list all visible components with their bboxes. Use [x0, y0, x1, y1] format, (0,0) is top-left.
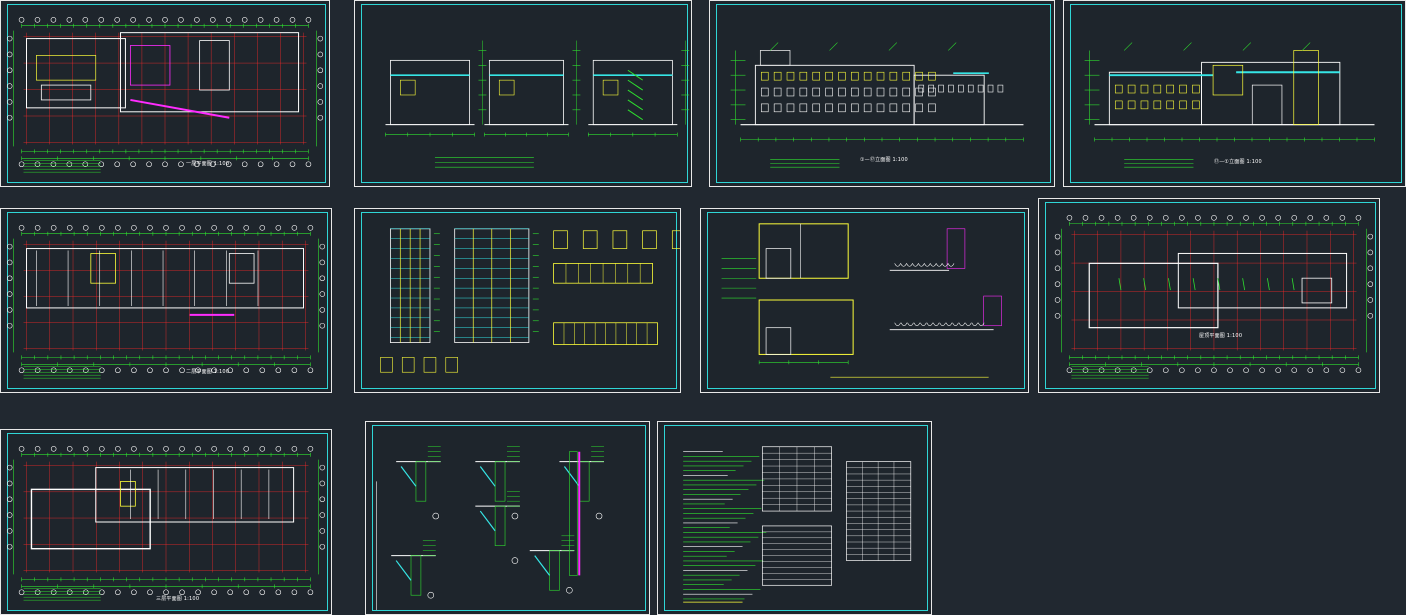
- sheet-stair-details[interactable]: [700, 208, 1029, 393]
- sheet-frame: [664, 425, 928, 611]
- sheet-frame: [1045, 202, 1376, 389]
- sheet-s2-drawing: [385, 40, 690, 168]
- sheet-s11-drawing: [683, 446, 912, 603]
- sheet-s1-drawing: [6, 17, 324, 173]
- sheet-sections[interactable]: [354, 0, 692, 187]
- sheet-caption: 屋顶平面图 1:100: [1199, 333, 1243, 339]
- sheet-frame: [372, 425, 646, 611]
- sheet-caption: 二层平面图 1:100: [186, 369, 230, 375]
- sheet-s8-drawing: [1054, 215, 1374, 379]
- sheet-s10-drawing: [376, 446, 604, 611]
- sheet-frame: [361, 212, 677, 389]
- sheet-s6-drawing: [380, 228, 680, 373]
- sheet-s9-drawing: [6, 446, 326, 601]
- sheet-rear-elevation[interactable]: ⑰—①立面图 1:100: [1063, 0, 1406, 187]
- sheet-window-details[interactable]: [354, 208, 681, 393]
- sheet-s4-drawing: [1084, 42, 1375, 168]
- sheet-third-floor-plan[interactable]: 三层平面图 1:100: [0, 429, 332, 615]
- sheet-caption: ①—⑰立面图 1:100: [860, 157, 908, 163]
- sheet-design-notes[interactable]: [657, 421, 932, 615]
- sheet-frame: [7, 433, 328, 611]
- sheet-construction-nodes[interactable]: [365, 421, 650, 615]
- sheet-caption: 一层平面图 1:100: [186, 161, 230, 167]
- sheet-first-floor-plan[interactable]: 一层平面图 1:100: [0, 0, 330, 187]
- sheet-s7-drawing: [721, 223, 1002, 378]
- sheet-s5-drawing: [6, 225, 326, 379]
- sheet-frame: [707, 212, 1025, 389]
- sheet-caption: 三层平面图 1:100: [156, 596, 200, 602]
- sheet-second-floor-plan[interactable]: 二层平面图 1:100: [0, 208, 332, 393]
- sheet-caption: ⑰—①立面图 1:100: [1214, 159, 1262, 165]
- sheet-frame: [361, 4, 688, 183]
- sheet-frame: [7, 212, 328, 389]
- sheet-roof-plan[interactable]: 屋顶平面图 1:100: [1038, 198, 1380, 393]
- sheet-frame: [716, 4, 1051, 183]
- sheet-frame: [1070, 4, 1402, 183]
- sheet-front-elevation[interactable]: ①—⑰立面图 1:100: [709, 0, 1055, 187]
- sheet-s3-drawing: [730, 42, 1024, 168]
- sheet-frame: [7, 4, 326, 183]
